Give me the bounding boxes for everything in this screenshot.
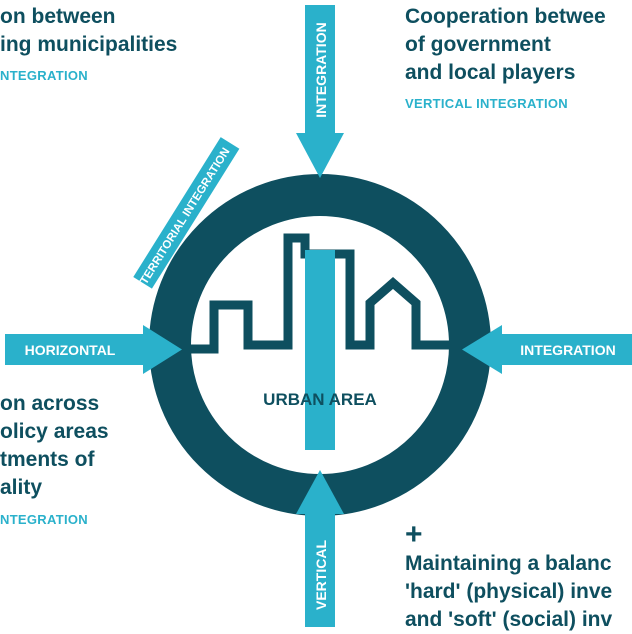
bottom-left-line-2: olicy areas bbox=[0, 420, 109, 443]
bottom-arrow-label: VERTICAL bbox=[313, 540, 329, 610]
top-integration-arrow bbox=[296, 5, 344, 178]
top-left-description: on between ing municipalities bbox=[0, 3, 177, 59]
left-horizontal-arrow bbox=[5, 325, 182, 374]
top-right-description: Cooperation betwee of government and loc… bbox=[405, 3, 606, 87]
bottom-right-line-1: Maintaining a balanc bbox=[405, 552, 612, 575]
bottom-left-line-1: on across bbox=[0, 392, 100, 415]
bottom-right-line-2: 'hard' (physical) inve bbox=[405, 580, 613, 603]
bottom-left-line-4: ality bbox=[0, 476, 43, 499]
top-left-line-1: on between bbox=[0, 5, 116, 28]
plus-icon: + bbox=[405, 518, 423, 551]
top-arrow-label: INTEGRATION bbox=[313, 22, 329, 117]
top-right-tag: VERTICAL INTEGRATION bbox=[405, 96, 568, 111]
territorial-integration-banner bbox=[133, 137, 240, 289]
bottom-left-tag: NTEGRATION bbox=[0, 512, 88, 527]
top-left-tag: NTEGRATION bbox=[0, 68, 88, 83]
top-right-line-2: of government bbox=[405, 33, 551, 56]
bottom-right-description: Maintaining a balanc 'hard' (physical) i… bbox=[405, 550, 612, 634]
bottom-vertical-arrow bbox=[296, 470, 344, 627]
left-arrow-label: HORIZONTAL bbox=[25, 342, 116, 358]
bottom-left-description: on across olicy areas tments of ality bbox=[0, 390, 109, 502]
top-right-line-3: and local players bbox=[405, 61, 576, 84]
top-right-line-1: Cooperation betwee bbox=[405, 5, 606, 28]
vertical-axis-bar bbox=[305, 250, 335, 450]
bottom-right-line-3: and 'soft' (social) inv bbox=[405, 608, 613, 631]
urban-area-label: URBAN AREA bbox=[263, 390, 377, 409]
bottom-left-line-3: tments of bbox=[0, 448, 95, 471]
top-left-line-2: ing municipalities bbox=[0, 33, 178, 56]
right-arrow-label: INTEGRATION bbox=[520, 342, 615, 358]
right-integration-arrow bbox=[462, 325, 632, 374]
